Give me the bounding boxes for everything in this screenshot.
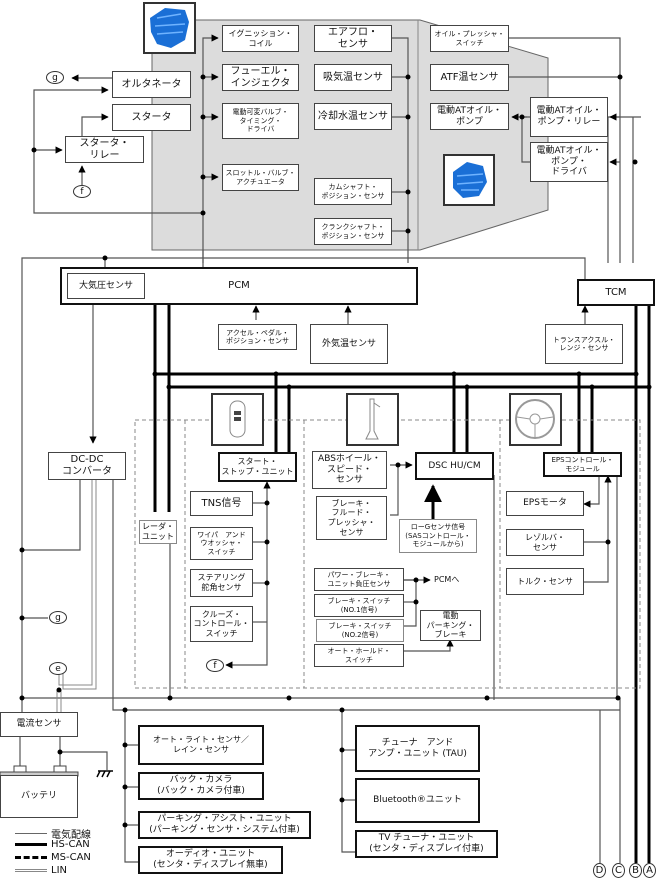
steering-wheel-image (509, 393, 562, 446)
legend-ms-can-label: MS-CAN (51, 852, 91, 863)
brake-pedal-image (346, 393, 399, 446)
engine-image (143, 2, 196, 54)
audio-unit[interactable]: オーディオ・ユニット (センタ・ディスプレイ無車) (138, 846, 283, 874)
back-camera[interactable]: バック・カメラ (バック・カメラ付車) (138, 772, 264, 800)
vvt-driver[interactable]: 電動可変バルブ・ タイミング・ ドライバ (222, 103, 299, 139)
legend-hs-can-swatch (15, 843, 47, 846)
electric-at-oil-pump[interactable]: 電動ATオイル・ ポンプ (430, 103, 509, 130)
eps-motor[interactable]: EPSモータ (506, 491, 584, 516)
battery-shape (0, 765, 79, 777)
legend-lin-label: LIN (51, 865, 68, 876)
pcm-label: PCM (228, 280, 250, 291)
legend-lin: LIN (15, 865, 67, 876)
airflow-sensor[interactable]: エアフロ・ センサ (314, 25, 392, 52)
legend-hs-can: HS-CAN (15, 839, 90, 850)
connector-f-bottom: f (206, 659, 224, 672)
connector-b: B (629, 863, 642, 878)
legend-ms-can-swatch (15, 856, 47, 859)
resolver-sensor[interactable]: レゾルバ・ センサ (506, 529, 584, 556)
legend-ms-can: MS-CAN (15, 852, 91, 863)
electric-at-oil-pump-driver[interactable]: 電動ATオイル・ ポンプ・ ドライバ (530, 142, 608, 182)
brake-fluid-pressure-sensor[interactable]: ブレーキ・ フルード・ プレッシャ・ センサ (316, 496, 387, 540)
alternator[interactable]: オルタネータ (112, 71, 191, 98)
current-sensor[interactable]: 電流センサ (0, 712, 78, 737)
tuner-amp-unit[interactable]: チューナ アンド アンプ・ユニット (TAU) (355, 725, 480, 772)
auto-hold-switch[interactable]: オート・ホールド・ スイッチ (314, 644, 404, 667)
coolant-temp-sensor[interactable]: 冷却水温センサ (314, 103, 392, 130)
low-g-sensor-signal[interactable]: ローGセンサ信号 (SASコントロール・ モジュールから) (399, 519, 477, 553)
wire-sensor-bus (392, 37, 409, 263)
ground-icon (96, 770, 113, 778)
legend-hs-can-label: HS-CAN (51, 839, 90, 850)
electric-at-oil-pump-relay[interactable]: 電動ATオイル・ ポンプ・リレー (530, 97, 608, 137)
start-stop-unit[interactable]: スタート・ ストップ・ユニット (218, 452, 297, 482)
parking-assist-unit[interactable]: パーキング・アシスト・ユニット (パーキング・センサ・システム付車) (138, 811, 311, 839)
ambient-temp-sensor[interactable]: 外気温センサ (310, 324, 388, 364)
brake-switch-no1[interactable]: ブレーキ・スイッチ (NO.1信号) (314, 594, 404, 617)
atf-temp-sensor[interactable]: ATF温センサ (430, 64, 509, 91)
barometric-pressure-sensor[interactable]: 大気圧センサ (67, 273, 145, 299)
legend-wiring: 電気配線 (15, 826, 91, 841)
tns-signal[interactable]: TNS信号 (190, 491, 253, 516)
fuel-injector[interactable]: フューエル・ インジェクタ (222, 64, 299, 91)
connector-e: e (49, 662, 67, 675)
dcdc-converter[interactable]: DC-DC コンバータ (48, 452, 126, 480)
abs-wheel-speed-sensor[interactable]: ABSホイール・ スピード・ センサ (312, 451, 387, 489)
power-brake-vacuum-sensor[interactable]: パワー・ブレーキ・ ユニット負圧センサ (314, 568, 404, 591)
connector-g-top: g (46, 71, 64, 84)
auto-light-rain-sensor[interactable]: オート・ライト・センサ／ レイン・センサ (138, 725, 264, 765)
ignition-coil[interactable]: イグニッション・ コイル (222, 25, 299, 52)
transmission-image (443, 154, 495, 206)
tv-tuner-unit[interactable]: TV チューナ・ユニット (センタ・ディスプレイ付車) (355, 830, 498, 858)
wiper-washer-switch[interactable]: ワイパ アンド ウオッシャ・ スイッチ (190, 527, 253, 560)
smart-key-image (211, 393, 264, 446)
connector-a: A (643, 863, 656, 878)
wire-pcm-actuator-bus (202, 34, 219, 263)
bluetooth-unit[interactable]: Bluetooth®ユニット (355, 778, 480, 823)
cruise-control-switch[interactable]: クルーズ・ コントロール・ スイッチ (190, 606, 253, 642)
tcm[interactable]: TCM (577, 279, 655, 306)
connector-c: C (612, 863, 625, 878)
connector-g-left: g (49, 611, 67, 624)
steering-angle-sensor[interactable]: ステアリング 舵角センサ (190, 569, 253, 597)
connector-d: D (593, 863, 606, 878)
legend-wiring-swatch (15, 833, 47, 834)
starter-relay[interactable]: スタータ・ リレー (65, 136, 144, 163)
engine-compartment-area (151, 19, 549, 251)
torque-sensor[interactable]: トルク・センサ (506, 568, 584, 595)
accelerator-pedal-position-sensor[interactable]: アクセル・ペダル・ ポジション・センサ (218, 324, 297, 350)
radar-unit[interactable]: レーダ・ ユニット (139, 520, 177, 544)
legend-lin-swatch (15, 869, 47, 872)
eps-control-module[interactable]: EPSコントロール・ モジュール (543, 452, 622, 477)
brake-switch-no2[interactable]: ブレーキ・スイッチ (NO.2信号) (316, 619, 404, 642)
connector-f-top: f (73, 185, 91, 198)
transaxle-range-sensor[interactable]: トランスアクスル・ レンジ・センサ (545, 324, 623, 364)
dsc-hu-cm[interactable]: DSC HU/CM (415, 452, 494, 480)
starter[interactable]: スタータ (112, 104, 191, 131)
battery[interactable]: バッテリ (0, 775, 78, 818)
intake-air-temp-sensor[interactable]: 吸気温センサ (314, 64, 392, 91)
throttle-valve-actuator[interactable]: スロットル・バルブ・ アクチュエータ (222, 164, 299, 191)
legend-wiring-label: 電気配線 (51, 830, 91, 841)
to-pcm-label: PCMへ (434, 575, 460, 584)
oil-pressure-switch[interactable]: オイル・プレッシャ・ スイッチ (430, 25, 509, 52)
crankshaft-position-sensor[interactable]: クランクシャフト・ ポジション・センサ (314, 218, 392, 245)
electric-parking-brake[interactable]: 電動 パーキング・ ブレーキ (420, 610, 481, 641)
camshaft-position-sensor[interactable]: カムシャフト・ ポジション・センサ (314, 178, 392, 205)
